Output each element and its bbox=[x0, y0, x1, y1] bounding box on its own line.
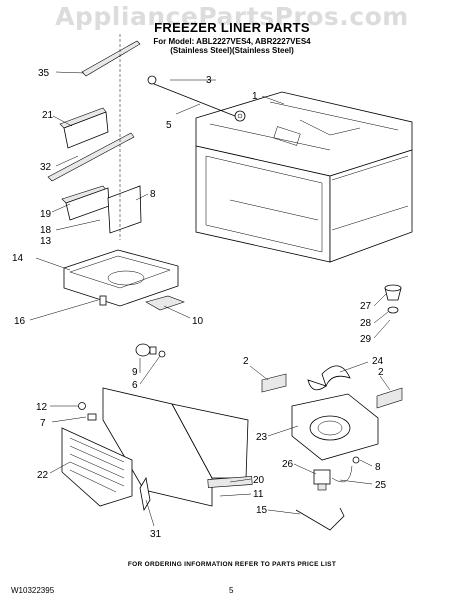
grille-part bbox=[61, 427, 133, 507]
callout-24: 24 bbox=[372, 356, 384, 367]
tray-parts bbox=[63, 249, 185, 311]
callout-11: 11 bbox=[253, 489, 264, 500]
callout-22: 22 bbox=[37, 470, 49, 481]
document-number: W10322395 bbox=[11, 586, 55, 595]
callout-26: 26 bbox=[282, 459, 294, 470]
callout-13: 13 bbox=[40, 236, 52, 247]
fan-assembly-parts bbox=[261, 365, 403, 531]
rod-and-cap-parts bbox=[147, 75, 246, 122]
callout-32: 32 bbox=[40, 162, 52, 173]
callout-8-lower: 8 bbox=[375, 462, 381, 473]
callout-9: 9 bbox=[132, 367, 138, 378]
callout-15: 15 bbox=[256, 505, 268, 516]
callout-27: 27 bbox=[360, 301, 372, 312]
callout-28: 28 bbox=[360, 318, 372, 329]
callout-7: 7 bbox=[40, 418, 46, 429]
lower-cover-part bbox=[102, 387, 253, 512]
callout-10: 10 bbox=[192, 316, 204, 327]
callout-6: 6 bbox=[132, 380, 138, 391]
callout-23: 23 bbox=[256, 432, 268, 443]
page-title: FREEZER LINER PARTS bbox=[154, 20, 310, 35]
callout-20: 20 bbox=[253, 475, 265, 486]
callout-3: 3 bbox=[206, 75, 212, 86]
callout-5: 5 bbox=[166, 120, 172, 131]
page-number: 5 bbox=[229, 586, 234, 595]
ordering-info-note: FOR ORDERING INFORMATION REFER TO PARTS … bbox=[127, 561, 337, 568]
leader-lines bbox=[29, 71, 391, 527]
callout-35: 35 bbox=[38, 68, 50, 79]
cup-washer-parts bbox=[384, 284, 402, 314]
callout-2-right: 2 bbox=[378, 367, 384, 378]
callout-25: 25 bbox=[375, 480, 387, 491]
freezer-liner-part bbox=[195, 91, 413, 263]
model-line-2: (Stainless Steel)(Stainless Steel) bbox=[170, 46, 294, 55]
callout-29: 29 bbox=[360, 334, 372, 345]
callout-2-left: 2 bbox=[243, 356, 249, 367]
callout-14: 14 bbox=[12, 253, 24, 264]
small-hardware-parts bbox=[78, 343, 166, 421]
callout-12: 12 bbox=[36, 402, 48, 413]
watermark: AppliancePartsPros.com bbox=[55, 2, 409, 31]
callout-16: 16 bbox=[14, 316, 26, 327]
callout-21: 21 bbox=[42, 110, 54, 121]
callout-19: 19 bbox=[40, 209, 52, 220]
callout-18: 18 bbox=[40, 225, 52, 236]
model-line-1: For Model: ABL2227VES4, ABR2227VES4 bbox=[153, 37, 311, 46]
callout-8-upper: 8 bbox=[150, 189, 156, 200]
left-rail-parts bbox=[47, 34, 142, 240]
callout-31: 31 bbox=[150, 529, 162, 540]
callout-1: 1 bbox=[252, 91, 258, 102]
callout-labels: 35 3 1 5 21 32 19 18 13 8 14 16 10 9 6 1… bbox=[12, 68, 387, 540]
